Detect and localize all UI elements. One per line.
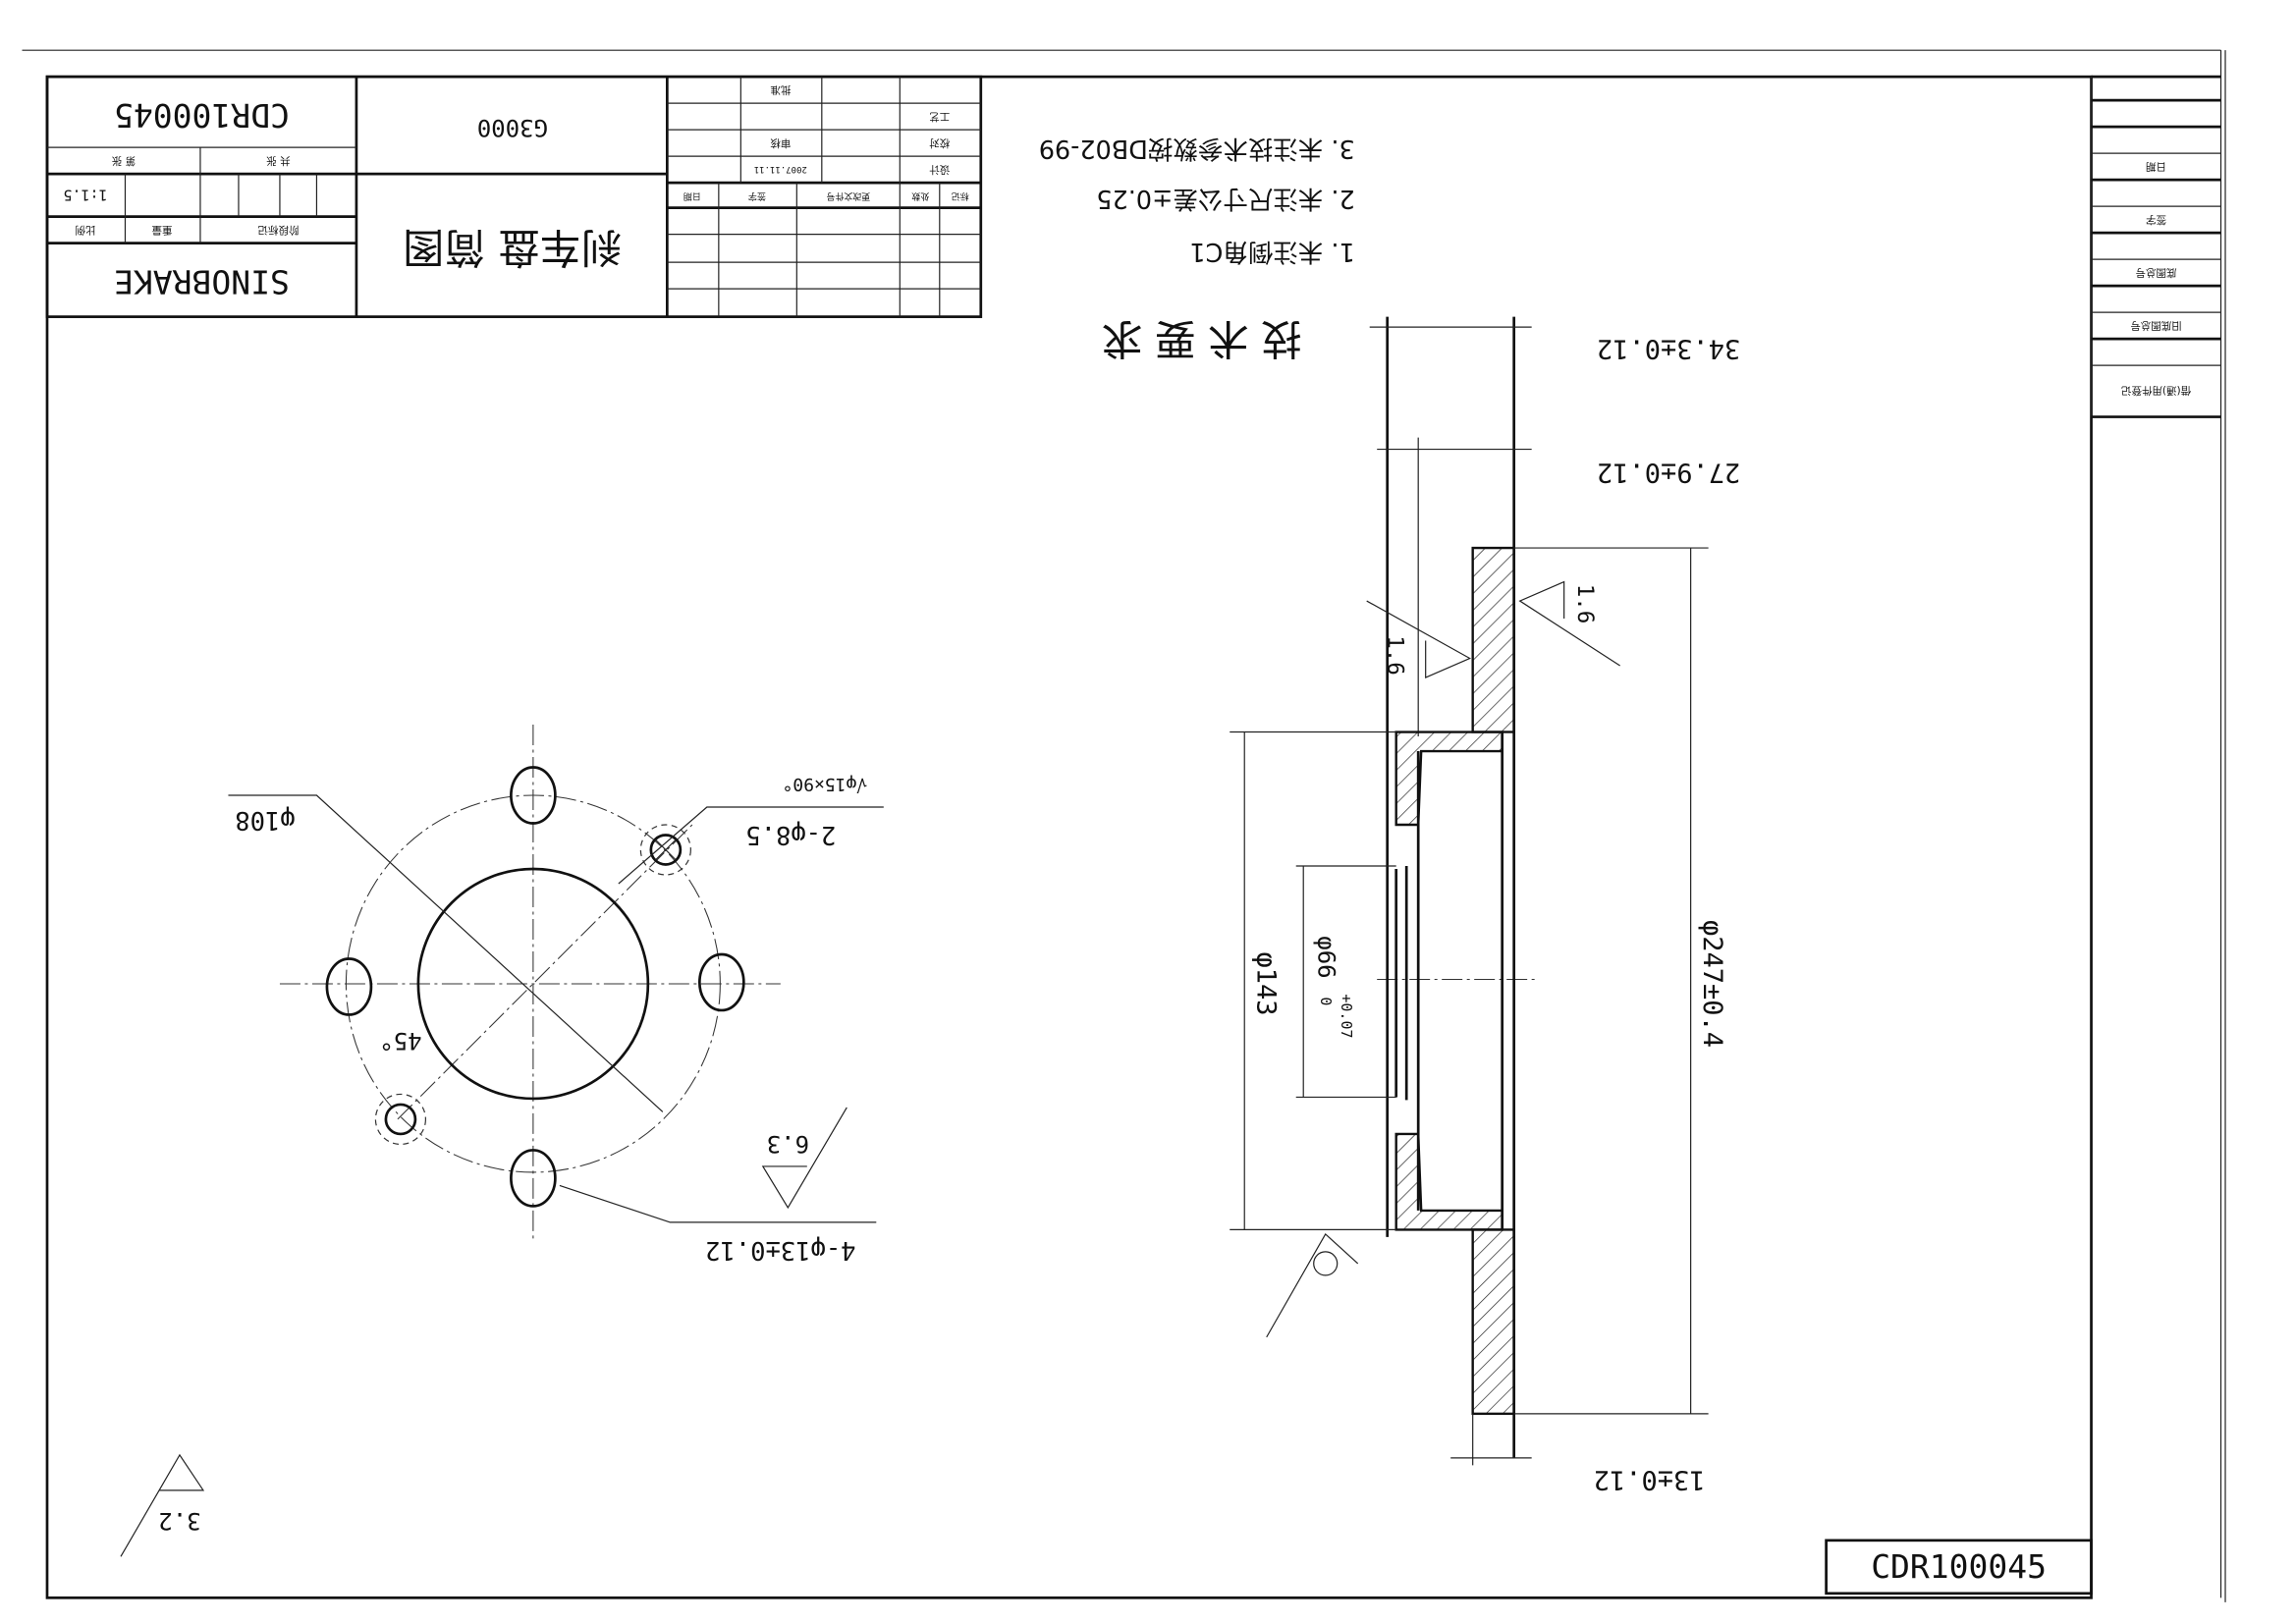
revision-header: 更改文件号 [826,190,870,202]
corner-drawing-number: CDR100045 [1871,1547,2047,1586]
roughness-6-3: 6.3 [767,1130,809,1158]
scale-value: 1:1.5 [63,187,107,204]
strip-label: 日期 [2146,161,2166,173]
strip-label: 旧底图总号 [2130,320,2181,333]
tech-item: 1. 未注倒角C1 [1189,237,1354,266]
stage-label: 阶段标记 [257,224,299,237]
row-label: 工艺 [929,111,950,123]
countersink-note: √φ15×90° [783,774,868,794]
sheet-no: 第 张 [111,155,136,168]
hub-height-dimension: 27.9±0.12 [1597,458,1740,488]
row-label: 审核 [770,137,791,150]
weight-label: 重量 [151,224,172,237]
strip-label: 签字 [2146,214,2166,227]
section-view: 34.3±0.12 27.9±0.12 φ247±0.4 φ143 φ66 +0… [1230,316,1740,1494]
side-strip: 借(通)用件登记 旧底图总号 底图总号 签字 日期 [2090,77,2221,418]
overall-height-dimension: 34.3±0.12 [1597,334,1740,364]
row-label: 批准 [770,84,791,97]
drawing-number: CDR100045 [114,96,290,135]
part-code: G3000 [477,114,548,141]
date: 2007.11.11 [754,164,807,174]
disc-thickness-dimension: 13±0.12 [1594,1464,1706,1494]
corner-number-box: CDR100045 [1825,1539,2093,1596]
title-block: CDR100045 G3000 SINOBRAKE 刹车盘 简图 1:1.5 比… [45,75,983,318]
bore-diameter-dimension: φ66 [1313,936,1340,978]
roughness-1-6-left: 1.6 [1383,635,1408,676]
front-view: φ108 2-φ8.5 √φ15×90° 45° 4-φ13±0.12 6.3 [228,725,884,1265]
angle-dimension: 45° [379,1027,421,1055]
tech-heading: 技术要求 [1090,315,1302,363]
company-name: SINOBRAKE [114,263,290,301]
revision-header: 日期 [683,190,701,201]
roughness-1-6-right: 1.6 [1572,584,1598,624]
tech-item: 2. 未注尺寸公差±0.25 [1096,184,1354,213]
row-label: 校对 [929,137,950,150]
sheet-total: 共 张 [266,155,291,167]
pcd-dimension: φ108 [235,805,295,835]
general-roughness: 3.2 [120,1453,205,1557]
bore-tolerance-lower: 0 [1317,997,1335,1005]
tech-requirements: 技术要求 1. 未注倒角C1 2. 未注尺寸公差±0.25 3. 未注技术参数按… [1039,134,1355,362]
small-holes-dimension: 2-φ8.5 [745,820,836,849]
hub-diameter-dimension: φ143 [1251,951,1282,1015]
strip-label: 借(通)用件登记 [2120,385,2191,398]
bolt-holes-dimension: 4-φ13±0.12 [705,1235,855,1265]
outer-diameter-dimension: φ247±0.4 [1697,920,1727,1048]
bore-tolerance-upper: +0.07 [1338,994,1355,1038]
strip-label: 底图总号 [2136,267,2177,280]
part-name: 刹车盘 简图 [403,224,622,272]
revision-header: 处数 [911,190,929,202]
scale-label: 比例 [75,224,95,237]
sheet-frame [22,49,2226,1602]
revision-header: 标记 [952,190,969,202]
tech-item: 3. 未注技术参数按DB02-99 [1039,134,1355,163]
roughness-3-2: 3.2 [158,1507,200,1535]
revision-header: 签字 [748,190,766,202]
row-label: 设计 [929,164,950,177]
